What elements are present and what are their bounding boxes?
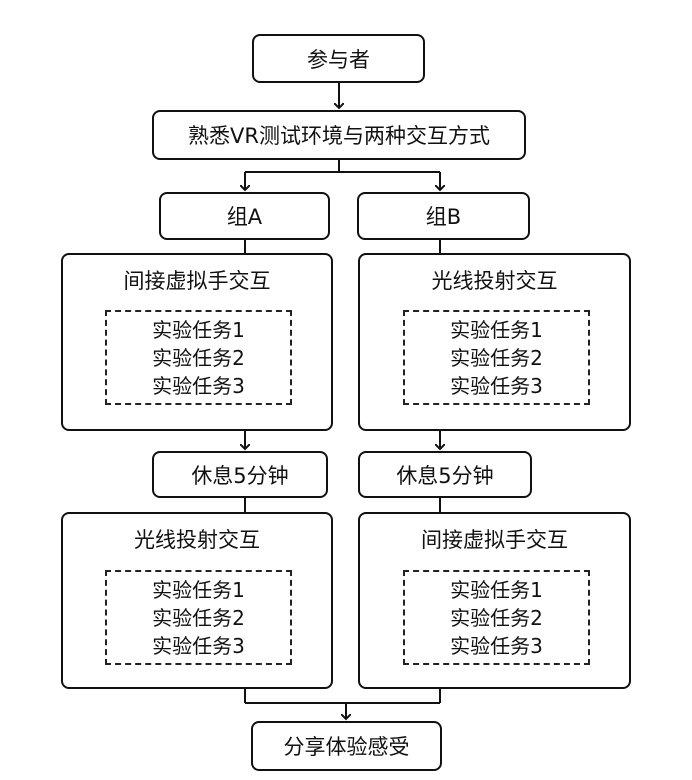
group-a-phase1-task-list: 实验任务1 实验任务2 实验任务3 xyxy=(105,310,292,405)
task-item: 实验任务2 xyxy=(450,345,543,370)
task-item: 实验任务1 xyxy=(152,577,245,602)
familiarize-label: 熟悉VR测试环境与两种交互方式 xyxy=(188,124,490,148)
group-a-rest-node: 休息5分钟 xyxy=(152,451,328,498)
group-b-label: 组B xyxy=(425,205,462,229)
group-a-phase2-title: 光线投射交互 xyxy=(134,528,260,552)
task-item: 实验任务1 xyxy=(450,577,543,602)
task-item: 实验任务1 xyxy=(450,317,543,342)
task-item: 实验任务1 xyxy=(152,317,245,342)
group-a-phase1-box: 间接虚拟手交互 实验任务1 实验任务2 实验任务3 xyxy=(61,253,333,431)
share-label: 分享体验感受 xyxy=(283,735,410,759)
task-item: 实验任务2 xyxy=(450,605,543,630)
task-item: 实验任务2 xyxy=(152,605,245,630)
group-b-phase1-title: 光线投射交互 xyxy=(431,269,558,293)
familiarize-node: 熟悉VR测试环境与两种交互方式 xyxy=(152,110,526,160)
group-b-phase2-box: 间接虚拟手交互 实验任务1 实验任务2 实验任务3 xyxy=(358,512,631,689)
participants-label: 参与者 xyxy=(307,47,370,72)
group-b-node: 组B xyxy=(357,192,530,240)
group-a-phase2-box: 光线投射交互 实验任务1 实验任务2 实验任务3 xyxy=(61,512,333,689)
task-item: 实验任务2 xyxy=(152,345,245,370)
share-node: 分享体验感受 xyxy=(251,721,442,771)
group-b-phase1-box: 光线投射交互 实验任务1 实验任务2 实验任务3 xyxy=(358,253,631,431)
group-b-phase1-task-list: 实验任务1 实验任务2 实验任务3 xyxy=(403,310,590,405)
group-a-phase2-task-list: 实验任务1 实验任务2 实验任务3 xyxy=(105,570,292,665)
group-b-phase2-title: 间接虚拟手交互 xyxy=(421,528,568,552)
group-b-rest-label: 休息5分钟 xyxy=(396,463,494,488)
task-item: 实验任务3 xyxy=(450,633,543,658)
group-a-node: 组A xyxy=(159,192,330,240)
group-b-phase2-task-list: 实验任务1 实验任务2 实验任务3 xyxy=(403,570,590,665)
task-item: 实验任务3 xyxy=(152,373,245,398)
group-a-label: 组A xyxy=(226,205,263,229)
participants-node: 参与者 xyxy=(252,34,425,83)
group-b-rest-node: 休息5分钟 xyxy=(358,451,532,498)
task-item: 实验任务3 xyxy=(450,373,543,398)
task-item: 实验任务3 xyxy=(152,633,245,658)
group-a-rest-label: 休息5分钟 xyxy=(191,463,289,488)
group-a-phase1-title: 间接虚拟手交互 xyxy=(123,269,271,293)
